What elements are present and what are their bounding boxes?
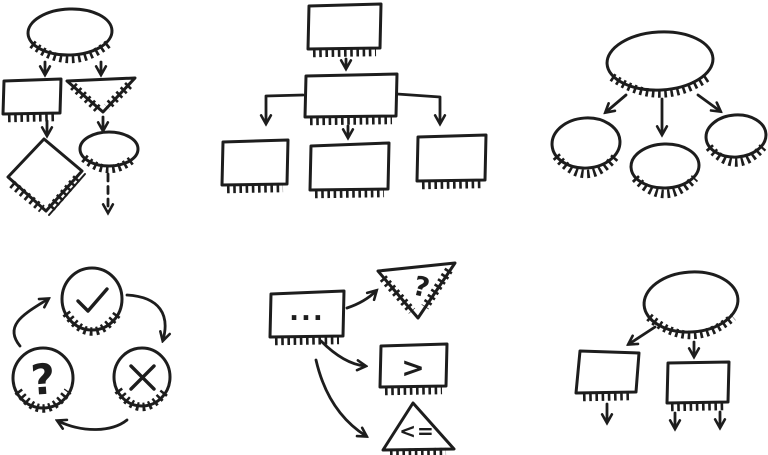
ellipsis-label: ... xyxy=(289,297,325,327)
hatch-shading xyxy=(421,267,453,310)
hatch-shading xyxy=(552,153,620,179)
hatch-shading xyxy=(705,144,767,167)
hatch-shading xyxy=(309,115,393,126)
rect-node xyxy=(1,77,63,116)
hatch-shading xyxy=(103,81,133,111)
ellipse-node xyxy=(605,30,715,92)
check-icon xyxy=(76,287,109,313)
arrow-connector xyxy=(319,339,365,366)
ellipse-node xyxy=(78,130,140,168)
arrow-connector xyxy=(606,93,628,112)
rect-node xyxy=(220,138,290,187)
diamond-edge-line xyxy=(48,173,86,216)
question-circle-label: ? xyxy=(29,354,57,405)
rect-node xyxy=(415,133,488,183)
rect-node xyxy=(306,2,383,51)
hatch-shading xyxy=(389,447,447,455)
hatch-shading xyxy=(609,73,711,98)
cycle-arc-arrow xyxy=(12,299,48,348)
diamond-node xyxy=(6,137,84,213)
hatch-shading xyxy=(631,174,699,199)
hatch-shading xyxy=(226,183,284,194)
hatch-shading xyxy=(582,391,633,402)
question-label: ? xyxy=(410,271,433,305)
hatch-shading xyxy=(14,388,72,413)
doodle-decision-branches: ... ? > <= xyxy=(268,261,457,455)
hatch-shading xyxy=(7,112,57,123)
hatch-shading xyxy=(670,401,726,412)
hatch-shading xyxy=(9,180,45,213)
hatch-shading xyxy=(314,188,385,199)
ellipse-node xyxy=(642,270,740,334)
doodle-ellipse-fanout-chart xyxy=(550,30,768,199)
triangle-node xyxy=(381,401,456,452)
hatch-shading xyxy=(312,47,377,58)
elbow-arrow-connector xyxy=(395,92,440,123)
hatch-shading xyxy=(379,275,416,314)
doodle-cycle-diagram: ? xyxy=(11,266,172,431)
rect-node xyxy=(574,349,641,395)
rect-node xyxy=(303,72,399,119)
greater-than-label: > xyxy=(401,351,424,384)
hatch-shading xyxy=(81,154,137,174)
hatch-shading xyxy=(421,179,482,190)
arrow-connector xyxy=(345,291,376,310)
rect-node xyxy=(378,342,449,389)
hatch-shading xyxy=(47,174,82,211)
ellipse-node xyxy=(26,7,114,57)
arrow-connector xyxy=(629,325,657,344)
rect-node xyxy=(268,289,346,339)
elbow-arrow-connector xyxy=(266,93,305,123)
rect-node xyxy=(665,360,731,405)
hatch-shading xyxy=(274,335,340,346)
hatch-shading xyxy=(114,387,170,412)
arrow-connector xyxy=(314,358,366,436)
ellipse-node xyxy=(629,142,701,190)
doodle-flowchart-mixed-shapes xyxy=(1,7,140,216)
arrow-connector xyxy=(696,93,720,111)
cross-icon xyxy=(129,364,156,391)
hatch-shading xyxy=(62,310,122,336)
cycle-arc-arrow xyxy=(58,420,129,431)
rect-node xyxy=(308,141,391,192)
triangle-node xyxy=(376,261,457,320)
less-equal-label: <= xyxy=(399,419,435,443)
triangle-node xyxy=(65,76,137,114)
doodle-hierarchy-chart xyxy=(220,2,488,199)
ellipse-node xyxy=(704,113,768,159)
hatch-shading xyxy=(384,385,443,396)
cycle-arc-arrow xyxy=(125,293,165,340)
hatch-shading xyxy=(646,313,736,340)
ellipse-node xyxy=(550,116,622,170)
doodle-two-branch-tree xyxy=(574,270,740,428)
